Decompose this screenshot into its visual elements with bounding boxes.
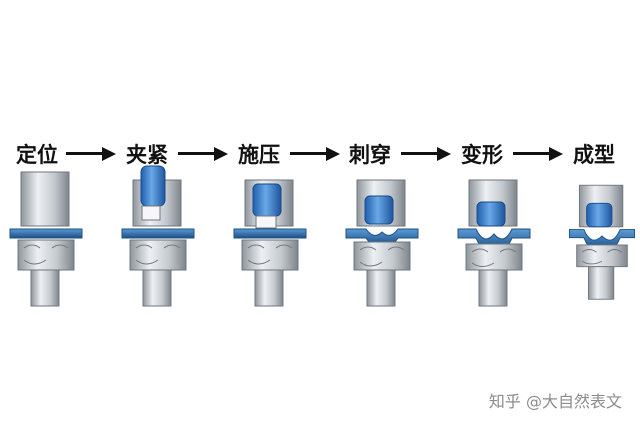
stage-forming-illustration (568, 184, 636, 300)
step-label-2: 夹紧 (126, 143, 168, 167)
arrow-right-icon (513, 147, 563, 161)
stage-pressing-illustration (233, 179, 307, 307)
stage-deforming-illustration (457, 179, 531, 307)
step-label-3: 施压 (238, 143, 280, 167)
stage-piercing-illustration (345, 179, 419, 307)
step-label-5: 变形 (461, 143, 503, 167)
arrow-right-icon (178, 147, 228, 161)
arrow-right-icon (66, 147, 116, 161)
step-label-4: 刺穿 (349, 143, 391, 167)
stage-clamping-illustration (121, 165, 195, 307)
step-label-6: 成型 (573, 143, 615, 167)
arrow-right-icon (401, 147, 451, 161)
stage-positioning-illustration (9, 171, 83, 307)
step-label-1: 定位 (16, 143, 58, 167)
arrow-right-icon (290, 147, 340, 161)
watermark: 知乎 @大自然表文 (488, 392, 622, 411)
